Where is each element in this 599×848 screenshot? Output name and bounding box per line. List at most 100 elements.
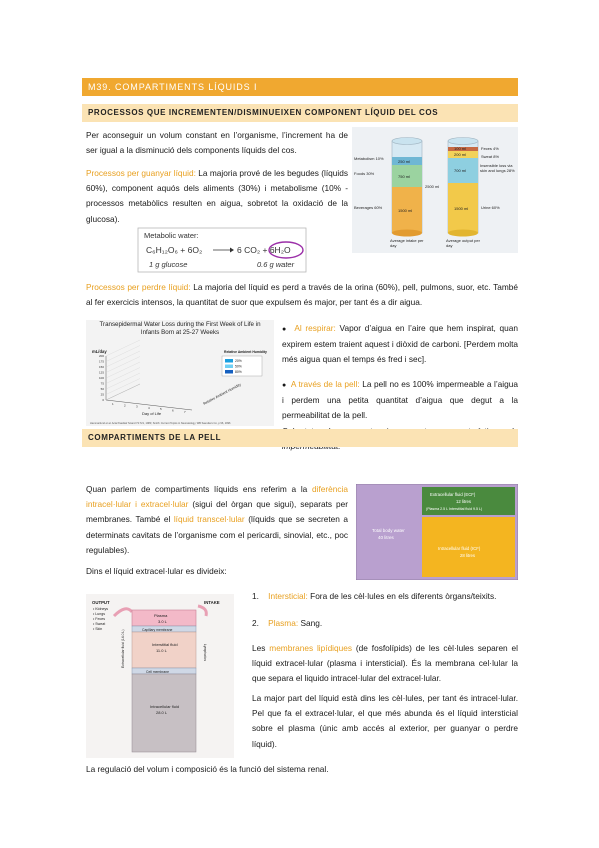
plasma-value: 3.0 L	[158, 619, 168, 624]
list-label: Intersticial:	[268, 591, 308, 601]
output-value-0: 100 ml	[454, 146, 466, 151]
tewl-xtick: 2	[124, 403, 126, 407]
ecf-value: 12 litres	[456, 499, 471, 504]
output-label-1: Sweat 8%	[481, 154, 499, 159]
comp-highlight-2: líquid transcel·lular	[173, 514, 245, 525]
conclusion-paragraph: La regulació del volum i composició és l…	[86, 764, 329, 774]
document-title-bar: M39. COMPARTIMENTS LÍQUIDS I	[82, 78, 518, 96]
gain-text: La majoria prové de les begudes (líquids…	[86, 168, 349, 224]
list-interstitial: 1. Intersticial: Fora de les cèl·lules e…	[252, 589, 518, 604]
tewl-ylabel: mL/day	[92, 349, 107, 354]
tbw-label: Total body water	[372, 528, 405, 533]
intake-label-1: Foods 30%	[354, 171, 375, 176]
intake-value-1: 750 ml	[398, 174, 410, 179]
tewl-depth-label: Relative Ambient Humidity	[203, 383, 242, 406]
tewl-chart: Transepidermal Water Loss during the Fir…	[86, 320, 274, 426]
membranes-highlight: membranes lipídiques	[269, 643, 353, 653]
equation-title: Metabolic water:	[144, 231, 199, 240]
output-item: • Sweat	[93, 622, 105, 626]
output-value-2: 700 ml	[454, 168, 466, 173]
tewl-legend-title: Relative Ambient Humidity	[224, 350, 267, 354]
gain-label: Processos per guanyar líquid:	[86, 168, 196, 178]
equation-left: C₆H₁₂O₆ + 6O₂	[146, 245, 202, 255]
list-text: Fora de les cèl·lules en els diferents ò…	[310, 591, 497, 601]
list-num: 1.	[252, 591, 259, 601]
output-item: • Kidneys	[93, 607, 108, 611]
membranes-text-2: (de fosfolípids) de les cèl·lules separe…	[252, 643, 519, 684]
tewl-xtick: 4	[148, 406, 150, 410]
majority-paragraph: La major part del líquid està dins les c…	[252, 693, 518, 749]
output-title: OUTPUT	[92, 600, 110, 605]
cell-membrane-label: Cell membrane	[146, 670, 169, 674]
intro-paragraph: Per aconseguir un volum constant en l’or…	[86, 130, 348, 156]
intake-value-2: 1500 ml	[398, 208, 412, 213]
tewl-gridline	[105, 383, 141, 401]
loss-label: Processos per perdre líquid:	[86, 282, 191, 292]
tewl-ytick: 150	[99, 365, 104, 369]
interstitial-label: Interstitial fluid	[152, 642, 178, 647]
intracellular-value: 28.0 L	[156, 710, 168, 715]
tewl-ytick: 200	[99, 354, 104, 358]
equation-right: 6 CO₂ + 6H₂O	[237, 245, 291, 255]
tewl-gridline	[105, 361, 141, 379]
bullet-dot: ●	[282, 326, 295, 333]
output-item: • Skin	[93, 627, 102, 631]
bullet-breathing: ● Al respirar: Vapor d’aigua en l’aire q…	[282, 321, 518, 368]
comp-text-3: (líquids que se secreten a determinats c…	[86, 514, 349, 555]
intake-label-0: Metabolism 10%	[354, 156, 384, 161]
tewl-legend-label: 50%	[235, 365, 242, 369]
output-item: • Feces	[93, 617, 105, 621]
list-label: Plasma:	[268, 618, 299, 628]
intake-total: 2500 ml	[425, 184, 439, 189]
tewl-gridline	[105, 367, 141, 384]
tewl-xtick: 5	[160, 407, 162, 411]
membranes-text-1: Les	[252, 643, 266, 653]
tewl-title: Transepidermal Water Loss during the Fir…	[99, 321, 261, 336]
section-title: COMPARTIMENTS DE LA PELL	[88, 433, 222, 442]
tewl-ytick: 25	[101, 393, 105, 397]
equation-note-left: 1 g glucose	[149, 260, 187, 269]
tewl-gridline	[105, 350, 141, 368]
tewl-legend-swatch	[225, 364, 233, 368]
icf-label: Intracellular fluid (ICF)	[438, 546, 481, 551]
plasma-label: Plasma	[154, 613, 168, 618]
tbw-value: 40 litres	[378, 535, 395, 540]
intake-caption: Average intake per day	[390, 238, 424, 248]
metabolic-water-figure: Metabolic water: C₆H₁₂O₆ + 6O₂ 6 CO₂ + 6…	[137, 227, 307, 273]
ecf-side-label: Extracellular fluid (14.0 L)	[121, 630, 125, 668]
bullet-dot: ●	[282, 382, 291, 389]
tewl-gridline	[105, 345, 141, 362]
bullet-breathing-text: Vapor d’aigua en l’aire que hem inspirat…	[282, 323, 518, 365]
output-value-3: 1500 ml	[454, 206, 468, 211]
tewl-gridline	[105, 356, 141, 373]
tewl-xtick: 6	[172, 409, 174, 413]
equation-note-right: 0.6 g water	[257, 260, 295, 269]
tewl-gridline	[105, 378, 141, 395]
capillary-label: Capillary membrane	[142, 628, 172, 632]
tewl-x-axis	[105, 399, 193, 411]
total-body-water-diagram: Total body water 40 litres Extracellular…	[355, 483, 519, 581]
section-title: PROCESSOS QUE INCREMENTEN/DISMINUEIXEN C…	[88, 108, 439, 117]
output-caption: Average output per day	[446, 238, 480, 248]
output-label-3: Urine 60%	[481, 205, 500, 210]
intracellular-label: Intracellular fluid	[150, 704, 179, 709]
tewl-xlabel: Day of Life	[142, 411, 162, 416]
lymphatics-label: Lymphatics	[203, 644, 207, 661]
ecf-division-text: Dins el líquid extracel·lular es dividei…	[86, 566, 227, 576]
tewl-ytick: 75	[101, 382, 105, 386]
tewl-ytick: 100	[99, 376, 104, 380]
bullet-skin-text: La pell no es 100% impermeable a l’aigua…	[282, 379, 518, 421]
tewl-legend-swatch	[225, 370, 233, 374]
intake-value-0: 250 ml	[398, 159, 410, 164]
intake-label-2: Beverages 60%	[354, 205, 383, 210]
document-title: M39. COMPARTIMENTS LÍQUIDS I	[88, 82, 258, 92]
tewl-gridline	[105, 339, 141, 357]
output-label-0: Feces 4%	[481, 146, 499, 151]
output-value-1: 200 ml	[454, 152, 466, 157]
tewl-ytick: 125	[99, 371, 104, 375]
list-num: 2.	[252, 618, 259, 628]
tewl-xtick: 7	[184, 410, 186, 414]
comp-text-1: Quan parlem de compartiments líquids ens…	[86, 484, 308, 494]
ecf-label: Extracellular fluid (ECF)	[430, 492, 476, 497]
tewl-gridline	[105, 372, 141, 390]
